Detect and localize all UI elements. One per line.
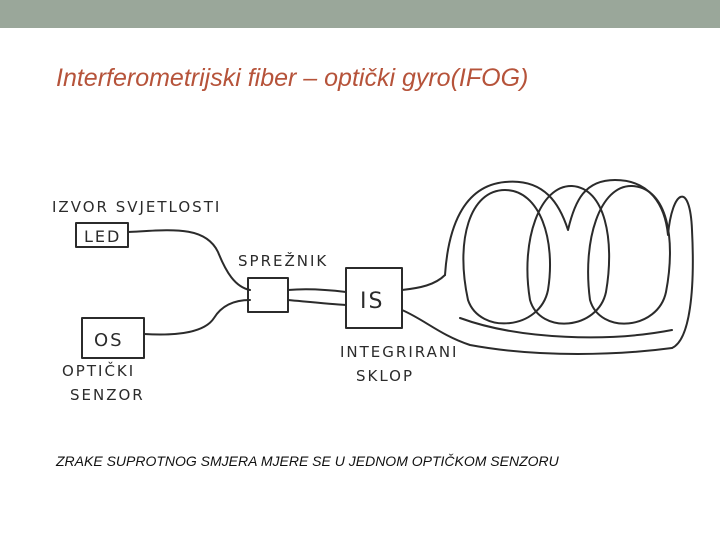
fiber-coil-loop-2: [526, 184, 611, 325]
is-box: [345, 267, 403, 329]
fiber-led-coupler: [127, 229, 251, 291]
os-box: [81, 317, 145, 359]
source-label: IZVOR SVJETLOSTI: [52, 198, 221, 216]
coupler-box: [247, 277, 289, 313]
fiber-coil-loop-3: [587, 184, 671, 325]
integrated-label-line2: SKLOP: [356, 367, 414, 385]
fiber-is-coil-top: [401, 274, 446, 291]
led-box: [75, 222, 129, 248]
fiber-coil-loop-1: [462, 189, 552, 325]
integrated-label-line1: INTEGRIRANI: [340, 343, 458, 361]
fiber-coil-outer: [444, 179, 694, 349]
fiber-os-coupler: [143, 299, 251, 336]
os-label: OS: [94, 330, 124, 351]
coupler-label: SPREŽNIK: [238, 251, 328, 270]
sensor-label-line1: OPTIČKI: [62, 361, 135, 380]
led-label: LED: [84, 227, 121, 246]
fiber-coupler-is-2: [287, 299, 347, 306]
fiber-coil-inner-return: [459, 317, 673, 339]
slide-title: Interferometrijski fiber – optički gyro(…: [56, 64, 529, 92]
fiber-is-coil-bottom: [401, 309, 673, 355]
fiber-coupler-is-1: [287, 288, 347, 293]
top-bar: [0, 0, 720, 28]
is-label: IS: [360, 289, 384, 314]
slide-caption: ZRAKE SUPROTNOG SMJERA MJERE SE U JEDNOM…: [56, 453, 559, 469]
sensor-label-line2: SENZOR: [70, 386, 145, 404]
